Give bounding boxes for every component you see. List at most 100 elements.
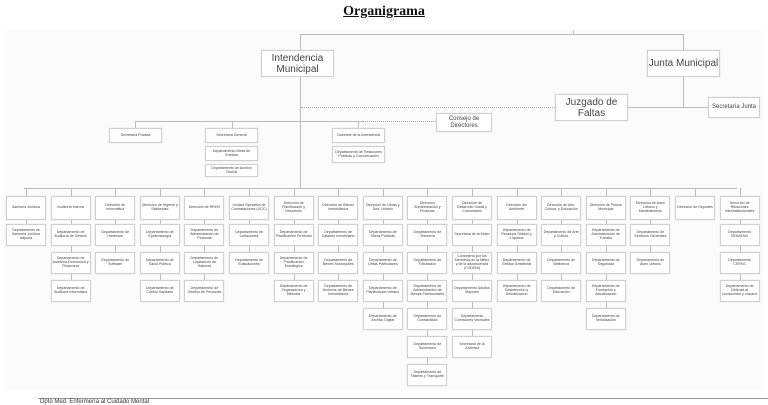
direction-box[interactable]: Dirección de Informática: [95, 196, 136, 220]
department-box[interactable]: Departamento de Administración de Bienes…: [407, 280, 448, 302]
department-box[interactable]: Departamento de Gestión Ambiental: [496, 252, 537, 274]
department-box[interactable]: Departamento de Defensa al Consumidor y …: [719, 280, 760, 302]
department-box[interactable]: Departamento de Auditoría de Gestión: [50, 224, 91, 246]
department-box[interactable]: Departamento de Talleres y Transporte: [407, 364, 448, 386]
department-box[interactable]: Departamento de Auditoría Informática: [50, 280, 91, 302]
department-box[interactable]: Departamento de Evaluaciones: [229, 252, 269, 274]
connector: [382, 188, 384, 196]
connector: [683, 34, 684, 50]
department-box[interactable]: Departamento de Control Sanitario: [139, 280, 180, 302]
mesa-de-entrada-box[interactable]: Departamento Mesa de Entrada: [205, 146, 258, 161]
connector: [605, 188, 607, 196]
department-box[interactable]: Consejería por los Derechos de la Niñez …: [452, 252, 492, 274]
department-box[interactable]: Departamento de Hardware: [95, 224, 136, 246]
connector: [300, 34, 683, 35]
direction-box[interactable]: Dirección de Relaciones Interinstitucion…: [719, 196, 760, 220]
department-box[interactable]: Departamento de Administración de Tránsi…: [585, 224, 626, 246]
direction-box[interactable]: Dirección de RRHH: [184, 196, 225, 220]
department-box[interactable]: Departamento de Residuos Sólidos y Líqui…: [496, 224, 537, 246]
department-box[interactable]: Departamento de Archivo Digital: [362, 308, 403, 330]
department-box[interactable]: Departamento de Planificación Urbano: [362, 280, 403, 302]
direction-box[interactable]: Dirección del Ambiente: [496, 196, 537, 220]
department-box[interactable]: Secretaría de la Mujer: [452, 224, 492, 246]
department-box[interactable]: Departamento de Suministro: [407, 336, 448, 358]
secretaria-general-box[interactable]: Secretaría General: [205, 128, 258, 143]
connector: [204, 188, 206, 196]
department-box[interactable]: Departamento de Contabilidad: [407, 308, 448, 330]
direction-box[interactable]: Dirección de Aseo Urbano y Mantenimiento: [630, 196, 671, 220]
consejo-de-directores-box[interactable]: Consejo de Directores: [436, 113, 492, 132]
direction-box[interactable]: Dirección de Desarrollo Social y Comunit…: [452, 196, 492, 220]
department-box[interactable]: Departamento de Administración de Person…: [184, 224, 225, 246]
department-box[interactable]: Departamento de Planificación Estratégic…: [273, 252, 314, 274]
direction-box[interactable]: Dirección de Arte, Cultura, y Educación: [541, 196, 582, 220]
direction-box[interactable]: Dirección de Policía Municipal: [585, 196, 626, 220]
department-box[interactable]: Departamento de Bienes Municipales: [318, 252, 359, 274]
secretaria-junta-box[interactable]: Secretaría Junta: [708, 97, 760, 118]
department-box[interactable]: Departamento SENATAVI: [719, 224, 760, 246]
department-box[interactable]: Departamento de Planificación Territoria…: [273, 224, 314, 246]
secretaria-privada-box[interactable]: Secretaría Privada: [109, 128, 162, 143]
connector: [573, 30, 574, 34]
connector: [115, 188, 117, 196]
connector: [472, 218, 473, 338]
department-box[interactable]: Departamento de Liquidación de Haberes: [184, 252, 225, 274]
department-box[interactable]: Departamento de Organización y Métodos: [273, 280, 314, 302]
department-box[interactable]: Secretaría de la Juventud: [452, 336, 492, 358]
connector: [70, 188, 72, 196]
department-box[interactable]: Departamento de Tributación: [407, 252, 448, 274]
department-box[interactable]: Departamento de Obras Públicas: [362, 224, 403, 246]
relaciones-publicas-box[interactable]: Departamento de Relaciones Públicas y Co…: [332, 146, 385, 163]
connector: [338, 218, 340, 282]
connector: [300, 77, 301, 188]
direction-box[interactable]: Unidad Operativa de Contrataciones (UOC): [229, 196, 269, 220]
department-box[interactable]: Departamento de Salud Pública: [139, 252, 180, 274]
direction-box[interactable]: Dirección de Deportes: [675, 196, 715, 220]
department-box[interactable]: Departamento Comisiones Vecinales: [452, 308, 492, 330]
archivo-central-box[interactable]: Departamento de Archivo Central: [205, 164, 258, 177]
intendencia-municipal-box[interactable]: Intendencia Municipal: [261, 50, 334, 77]
department-box[interactable]: Departamento de Servicios Generales: [630, 224, 671, 246]
department-box[interactable]: Departamento de Licitaciones: [229, 224, 269, 246]
department-box[interactable]: Departamento de Tesorería: [407, 224, 448, 246]
connector: [516, 188, 518, 196]
connector: [358, 121, 359, 128]
department-box[interactable]: Departamento de Epidemiología: [139, 224, 180, 246]
department-box[interactable]: Departamento de Auditoría Económica y Fi…: [50, 252, 91, 274]
connector: [300, 34, 301, 50]
connector: [249, 188, 250, 196]
department-box[interactable]: Departamento de Educación: [541, 280, 582, 302]
department-box[interactable]: Departamento de Arte y Cultura: [541, 224, 582, 246]
direction-box[interactable]: Dirección de Bienes Inmobiliarios: [318, 196, 359, 220]
direction-box[interactable]: Dirección de Higiene y Salubridad: [139, 196, 180, 220]
connector: [204, 218, 206, 282]
connector: [561, 188, 563, 196]
direction-box[interactable]: Dirección Administración y Finanzas: [407, 196, 448, 220]
department-box[interactable]: Departamento de Archivos de Bienes Inmob…: [318, 280, 359, 302]
connector: [26, 218, 27, 226]
department-box[interactable]: Departamento de Formación y Actualizació…: [585, 280, 626, 302]
connector: [739, 218, 741, 282]
department-box[interactable]: Departamento de Software: [95, 252, 136, 274]
department-box[interactable]: Departamento de Aseo Urbano: [630, 252, 671, 274]
direction-box[interactable]: Auditoría Interna: [50, 196, 91, 220]
department-box[interactable]: Departamento de Catastro Inmobiliario: [318, 224, 359, 246]
direction-box[interactable]: Asesoría Jurídica: [6, 196, 46, 220]
department-box[interactable]: Departamento Adultos Mayores: [452, 280, 492, 302]
direction-box[interactable]: Dirección de Planificación y Desarrollo: [273, 196, 314, 220]
direction-box[interactable]: Dirección de Obras y Dos. Urbano: [362, 196, 403, 220]
connector: [159, 218, 161, 282]
department-box[interactable]: Departamento de Gestión de Personas: [184, 280, 225, 302]
department-box[interactable]: Departamento CEPAG: [719, 252, 760, 274]
connector: [561, 218, 563, 282]
department-box[interactable]: Departamento de Obras Particulares: [362, 252, 403, 274]
department-box[interactable]: Departamento de Señalización: [585, 308, 626, 330]
department-box[interactable]: Departamento de Biblioteca: [541, 252, 582, 274]
connector-bus: [24, 188, 737, 189]
juzgado-de-faltas-box[interactable]: Juzgado de Faltas: [555, 94, 628, 121]
department-box[interactable]: Departamento de Desinfección y Desratiza…: [496, 280, 537, 302]
department-box[interactable]: Departamento de Seguridad: [585, 252, 626, 274]
junta-municipal-box[interactable]: Junta Municipal: [647, 50, 720, 77]
gabinete-intendencia-box[interactable]: Gabinete de la Intendencia: [332, 128, 385, 143]
department-box[interactable]: Departamento de Asesoría Jurídica Adjunt…: [6, 224, 46, 246]
